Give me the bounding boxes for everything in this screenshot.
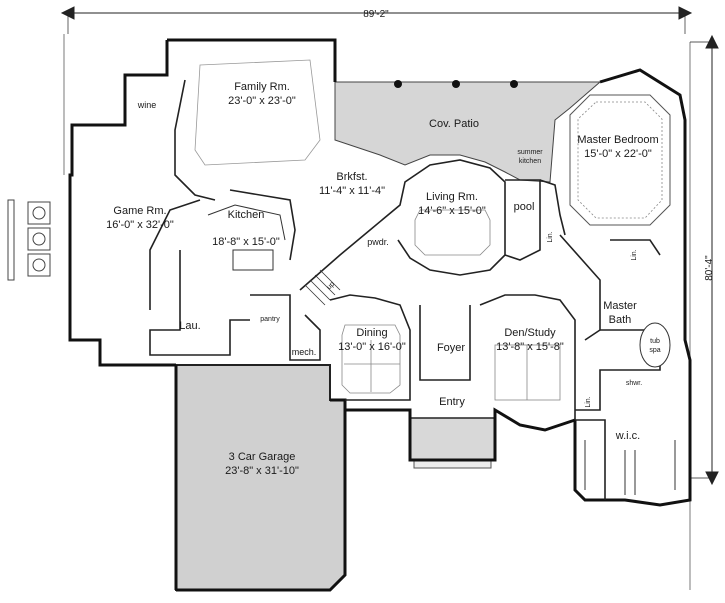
linen-label-2: Lin.: [631, 249, 638, 260]
master-bed-ceiling-inner: [577, 101, 663, 219]
dining-size: 13'-0" x 16'-0": [338, 341, 406, 353]
shwr-label: shwr.: [626, 380, 642, 387]
dining-ceiling: [341, 324, 401, 394]
laundry-label: Lau.: [179, 320, 200, 332]
game-room-name: Game Rm.: [113, 205, 166, 217]
family-room-size: 23'-0" x 23'-0": [228, 95, 296, 107]
dimension-lines: [60, 6, 719, 590]
kitchen-name: Kitchen: [228, 209, 265, 221]
patio-area: [334, 81, 602, 183]
up-label: up: [326, 281, 337, 292]
kitchen-island: [232, 249, 274, 271]
family-room-name: Family Rm.: [234, 81, 290, 93]
living-room-name: Living Rm.: [426, 191, 478, 203]
living-ceiling: [414, 209, 491, 256]
closet-racks: [584, 440, 676, 495]
overall-depth: 80'-4": [704, 255, 715, 281]
mech-label: mech.: [292, 347, 317, 357]
exterior-walls: [68, 38, 692, 592]
game-room-size: 16'-0" x 32'-0": [106, 219, 174, 231]
dining-name: Dining: [356, 327, 387, 339]
master-bed-ceiling-outer: [569, 94, 671, 226]
den-name: Den/Study: [504, 327, 556, 339]
tub: [639, 322, 671, 368]
kitchen-size: 18'-8" x 15'-0": [212, 236, 280, 248]
brkfst-name: Brkfst.: [336, 171, 367, 183]
brkfst-size: 11'-4" x 11'-4": [319, 185, 385, 197]
wine-label: wine: [137, 100, 157, 110]
patio-columns: [394, 80, 518, 88]
stairs: [304, 269, 341, 306]
garage-name: 3 Car Garage: [229, 451, 296, 463]
master-bed-name: Master Bedroom: [577, 134, 658, 146]
summer-kitchen-line2: kitchen: [519, 158, 541, 165]
pantry-label: pantry: [260, 316, 280, 323]
foyer-label: Foyer: [437, 342, 465, 354]
linen-label-1: Lin.: [547, 231, 554, 242]
tub-line1: tub: [650, 338, 660, 345]
master-bath-line1: Master: [603, 300, 637, 312]
pool-label: pool: [514, 201, 535, 213]
interior-walls: [149, 79, 661, 500]
den-size: 13'-8" x 15'-8": [496, 341, 564, 353]
wic-label: w.i.c.: [615, 430, 640, 442]
entry-porch: [409, 417, 496, 461]
overall-width: 89'-2": [363, 9, 389, 20]
garage-size: 23'-8" x 31'-10": [225, 465, 299, 477]
game-room-windows: [7, 199, 51, 281]
pwdr-label: pwdr.: [367, 237, 389, 247]
family-ceiling: [194, 59, 321, 166]
summer-kitchen-line1: summer: [517, 149, 543, 156]
living-room-size: 14'-6" x 15'-0": [418, 205, 486, 217]
garage-area: [175, 364, 346, 591]
tub-line2: spa: [649, 347, 660, 354]
master-bath-line2: Bath: [609, 314, 632, 326]
master-bed-size: 15'-0" x 22'-0": [584, 148, 652, 160]
linen-label-3: Lin.: [585, 396, 592, 407]
entry-label: Entry: [439, 396, 465, 408]
patio-label: Cov. Patio: [429, 118, 479, 130]
